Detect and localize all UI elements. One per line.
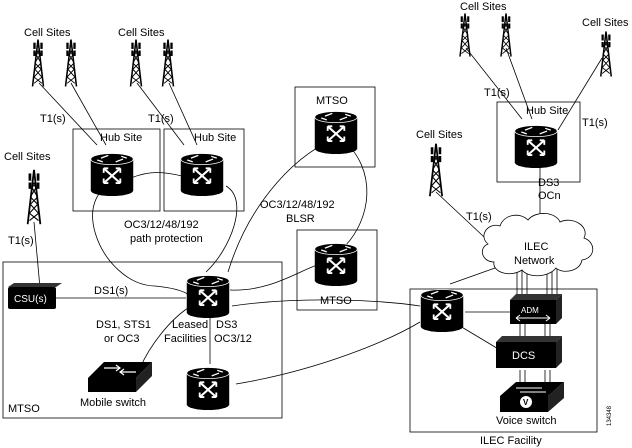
hub-site-box-2	[163, 128, 245, 212]
voice-switch-device	[500, 382, 564, 396]
label-cell-sites-3: Cell Sites	[4, 151, 51, 163]
cell-tower-1	[31, 38, 45, 88]
label-ds3-oc12-2: OC3/12	[214, 333, 252, 345]
link-tower2-hub1	[70, 82, 107, 146]
cell-tower-9	[599, 30, 613, 78]
link-tower4-hub2	[168, 82, 198, 146]
dcs-device	[496, 342, 556, 368]
router-mtso-core	[185, 274, 231, 318]
label-cell-sites-2: Cell Sites	[118, 27, 165, 39]
label-t1s-4: T1(s)	[466, 211, 492, 223]
label-ds1-sts1-2: or OC3	[104, 333, 139, 345]
label-csu: CSU(s)	[14, 294, 47, 305]
label-ring-path-1: OC3/12/48/192	[124, 219, 199, 231]
label-voice-switch: Voice switch	[496, 415, 557, 427]
cell-tower-8	[499, 12, 513, 58]
mobile-switch-device	[88, 362, 152, 378]
label-mobile-switch: Mobile switch	[80, 397, 146, 409]
label-ring-path-2: path protection	[130, 233, 203, 245]
link-dcs-voice	[519, 370, 551, 382]
label-ilec-network-1: ILEC	[524, 241, 549, 253]
label-ds1s: DS1(s)	[94, 285, 128, 297]
mtso-top-box	[294, 86, 376, 168]
label-mtso-main: MTSO	[8, 403, 40, 415]
label-t1s-5: T1(s)	[484, 87, 510, 99]
router-hub1	[89, 152, 135, 196]
link-core-ilec-router	[231, 299, 421, 307]
label-ring-blsr-1: OC3/12/48/192	[260, 199, 335, 211]
label-leased-2: Facilities	[164, 333, 207, 345]
label-figure-id: 134348	[607, 405, 613, 426]
ring-path-protection	[92, 177, 193, 299]
cell-tower-3	[129, 38, 143, 88]
router-ilec	[419, 288, 465, 332]
label-adm: ADM	[521, 306, 539, 315]
link-core-mobile-switch	[139, 307, 189, 369]
link-ilec-network-adm	[516, 268, 558, 296]
label-cell-sites-5: Cell Sites	[460, 1, 507, 13]
label-ds3-oc12-1: DS3	[216, 319, 237, 331]
hub-site-box-1	[72, 128, 161, 212]
label-voice-v: V	[523, 398, 529, 407]
mtso-mid-box	[296, 229, 378, 311]
router-hub2	[179, 152, 225, 196]
cell-tower-2	[64, 38, 78, 88]
cell-tower-4	[161, 38, 175, 88]
label-dcs: DCS	[512, 350, 535, 362]
link-ilec-router-ilec-network	[449, 267, 496, 285]
label-mtso-mid: MTSO	[320, 295, 352, 307]
label-t1s-3: T1(s)	[8, 235, 34, 247]
label-ring-blsr-2: BLSR	[286, 213, 315, 225]
label-hub-site-2: Hub Site	[194, 132, 236, 144]
router-mtso-top	[313, 110, 359, 154]
link-hub2-mtso-core	[205, 185, 238, 273]
ilec-facility-box	[409, 288, 598, 433]
label-cell-sites-6: Cell Sites	[582, 17, 629, 29]
label-cell-sites-1: Cell Sites	[24, 27, 71, 39]
router-hub3	[513, 124, 559, 168]
adm-device	[510, 300, 556, 324]
label-t1s-1: T1(s)	[40, 113, 66, 125]
hub-site-box-3	[496, 101, 581, 183]
csu-device	[8, 287, 56, 309]
cell-tower-7	[458, 12, 472, 58]
router-mtso-mid	[313, 242, 359, 286]
link-tower3-hub2	[136, 82, 185, 146]
ring-link-hub1-hub2	[130, 172, 183, 179]
label-ilec-network-2: Network	[514, 255, 555, 267]
link-tower5-csu	[33, 221, 41, 289]
label-mtso-top: MTSO	[316, 95, 348, 107]
label-ds3-ocn-2: OCn	[538, 190, 561, 202]
cell-tower-5	[26, 168, 42, 226]
label-cell-sites-4: Cell Sites	[416, 129, 463, 141]
link-hub3-towers-r	[557, 57, 603, 131]
link-core-mtsomid	[229, 263, 321, 291]
label-t1s-6: T1(s)	[582, 117, 608, 129]
link-tower1-hub1	[38, 82, 98, 146]
link-hub3-towers-c	[505, 47, 533, 120]
label-ds3-ocn-1: DS3	[538, 177, 559, 189]
label-t1s-2: T1(s)	[148, 113, 174, 125]
label-hub-site-1: Hub Site	[100, 132, 142, 144]
mtso-main-box	[2, 261, 283, 419]
link-ilec-router-dcs	[459, 325, 501, 351]
label-hub-site-3: Hub Site	[526, 105, 568, 117]
label-ilec-facility: ILEC Facility	[480, 435, 542, 447]
ilec-network-cloud	[481, 213, 594, 277]
cell-tower-6	[428, 142, 444, 198]
router-leased	[185, 366, 231, 410]
label-ds1-sts1-1: DS1, STS1	[96, 319, 151, 331]
link-adm-dcs	[519, 324, 551, 340]
label-leased-1: Leased	[172, 319, 208, 331]
link-hub3-towers-l	[465, 47, 523, 120]
link-leased-ilec-router	[235, 321, 421, 385]
voice-v-badge	[520, 396, 532, 408]
